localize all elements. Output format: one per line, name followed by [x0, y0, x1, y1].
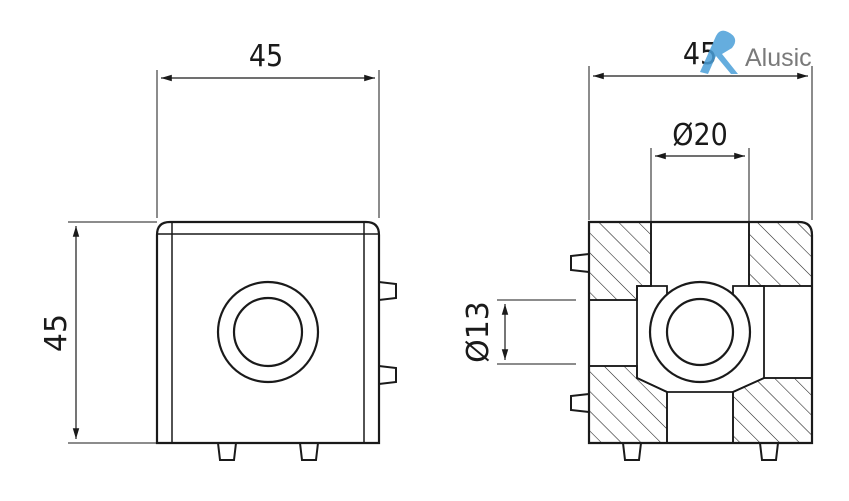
alusic-logo-icon [700, 30, 738, 75]
section-view: 45 Ø20 Ø13 [461, 37, 814, 461]
section-bottom-pins [622, 442, 779, 461]
alusic-logo-text: Alusic [745, 44, 812, 72]
section-hole-label: Ø13 [461, 301, 496, 363]
front-height-label: 45 [39, 314, 74, 352]
front-cube-body [155, 220, 381, 445]
front-width-dimension: 45 [156, 39, 380, 218]
front-width-label: 45 [249, 39, 283, 74]
section-bore-dimension: Ø20 [650, 118, 750, 222]
front-bore [216, 280, 320, 384]
front-bottom-pins [217, 442, 319, 461]
section-side-pins [570, 253, 590, 413]
section-bore-label: Ø20 [672, 118, 728, 153]
alusic-logo: Alusic [700, 30, 812, 75]
front-height-dimension: 45 [39, 221, 157, 444]
section-hole-dimension: Ø13 [461, 299, 576, 365]
section-bore [648, 280, 752, 384]
front-side-pins [378, 281, 397, 385]
front-view: 45 45 [39, 39, 397, 461]
